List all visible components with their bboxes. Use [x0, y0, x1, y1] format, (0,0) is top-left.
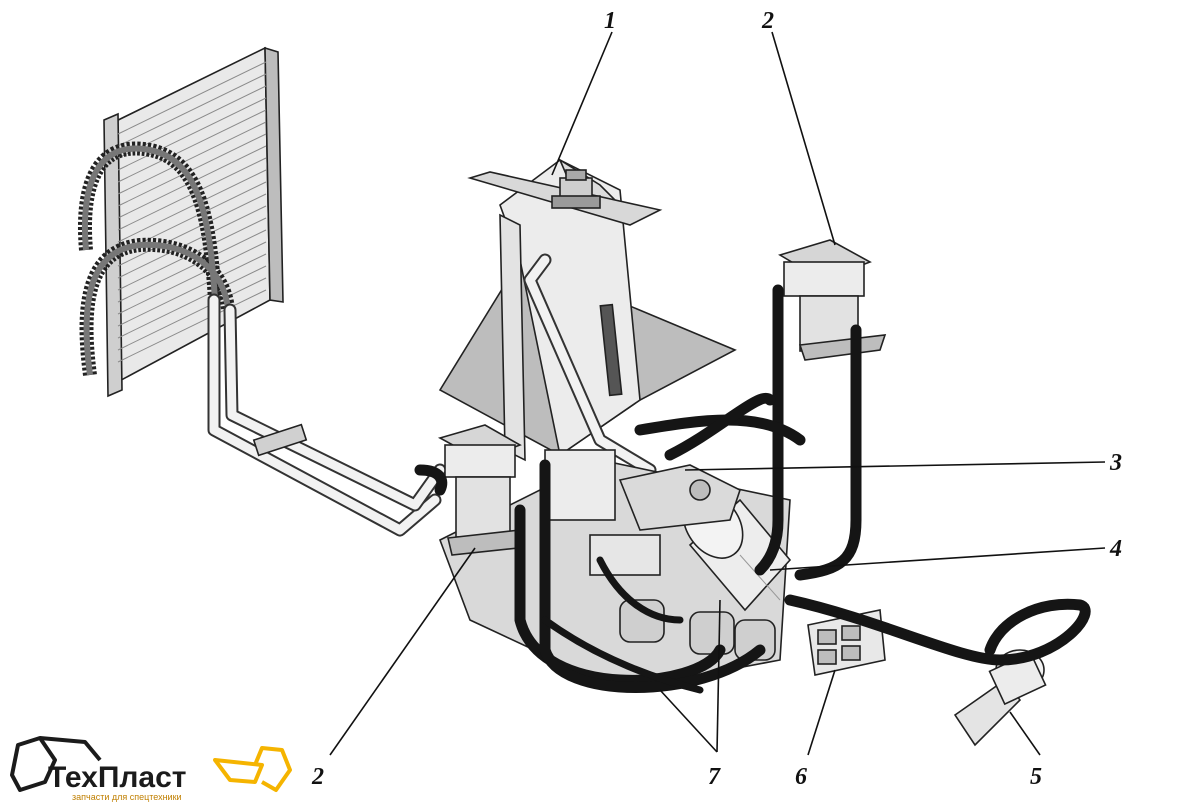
callout-4: 4 [1109, 536, 1122, 562]
leader-6 [807, 669, 836, 756]
callout-3: 3 [1109, 450, 1122, 476]
leader-7b [716, 599, 721, 753]
leader-1 [551, 31, 613, 176]
leader-5 [1009, 711, 1041, 756]
callout-2-bottom: 2 [311, 764, 324, 790]
callout-labels: 1 2 3 4 2 7 6 5 [311, 8, 1122, 790]
leader-lines [329, 31, 1106, 756]
oil-cooler-radiator [103, 46, 284, 398]
callout-1: 1 [604, 8, 616, 34]
callout-5: 5 [1030, 764, 1042, 790]
radiator-corrugated-hoses [78, 141, 235, 376]
tank-filler-cap [551, 169, 601, 209]
leader-2-top [771, 31, 836, 246]
leader-2-bottom [329, 547, 476, 756]
leader-4 [769, 547, 1106, 571]
cooler-return-pipes [207, 293, 447, 537]
excavator-logo-icon [10, 736, 102, 792]
control-valve [618, 464, 741, 531]
pressure-filter-top [778, 239, 887, 361]
hydraulic-tank [438, 157, 737, 477]
loader-bucket-logo-icon [213, 746, 292, 792]
callout-7: 7 [708, 764, 721, 790]
callout-2-top: 2 [761, 8, 774, 34]
high-pressure-hoses [414, 284, 1091, 694]
logo-tagline: запчасти для спецтехники [72, 792, 182, 802]
leader-3 [684, 461, 1106, 471]
logo-name: ТехПласт [48, 761, 187, 794]
callout-6: 6 [795, 764, 807, 790]
leader-7a [659, 689, 718, 753]
brand-logo: ТехПласт запчасти для спецтехники [10, 736, 292, 802]
pressure-filter-left [437, 424, 522, 556]
